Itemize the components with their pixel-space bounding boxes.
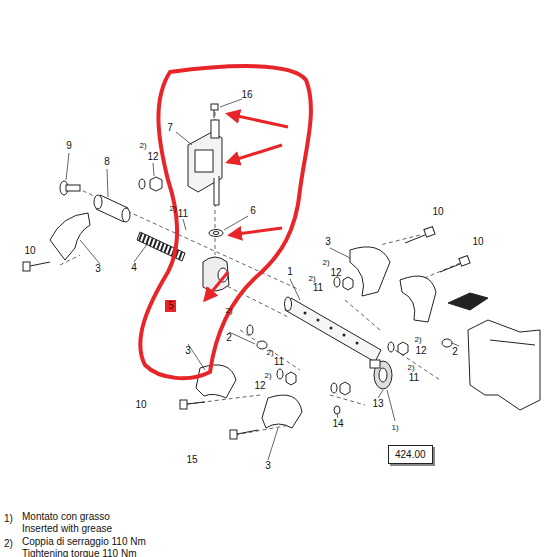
callout-number: 12: [330, 268, 341, 278]
callout-number: 3: [95, 264, 101, 274]
callout-number: 4: [131, 263, 137, 273]
callout-number: 6: [250, 206, 256, 216]
callout-number: 10: [432, 207, 443, 217]
callout-number: 2): [322, 259, 329, 267]
callout-number: 11: [178, 209, 188, 219]
callout-number: 11: [409, 373, 419, 383]
callout-number: 2): [266, 349, 273, 357]
footnote-text: Montato con grasso: [22, 512, 110, 522]
callout-number: 10: [135, 400, 146, 410]
callout-number: 1: [287, 267, 293, 277]
footnote-text: 2): [4, 539, 13, 549]
callout-number: 7: [167, 123, 173, 133]
callout-number: 12: [415, 346, 426, 356]
footnote-text: Coppia di serraggio 110 Nm: [22, 537, 146, 547]
footnote-text: Inserted with grease: [22, 524, 112, 534]
callout-number: 2: [226, 333, 232, 343]
callout-number: 3: [185, 346, 191, 356]
callout-number: 2): [308, 275, 315, 283]
callout-number: 3: [265, 461, 271, 471]
callout-number: 1): [391, 424, 398, 432]
callout-number: 11: [274, 357, 284, 367]
callout-number: 2): [225, 307, 232, 315]
callout-number: 10: [472, 237, 483, 247]
callout-number: 14: [332, 419, 343, 429]
callout-number: 12: [254, 381, 265, 391]
page-ref: 424.00: [395, 449, 426, 460]
callout-number: 2): [264, 372, 271, 380]
callout-number: 2): [139, 142, 146, 150]
footnote-text: Tightening torque 110 Nm: [22, 549, 137, 557]
callout-number: 2: [452, 347, 458, 357]
callout-number: 3: [325, 237, 331, 247]
callout-number: 13: [372, 399, 383, 409]
callout-number: 8: [104, 157, 110, 167]
callout-number: 16: [241, 90, 252, 100]
callout-number: 2): [169, 205, 176, 213]
callout-number: 11: [313, 283, 323, 293]
callout-number: 2): [414, 336, 421, 344]
callout-number: 10: [24, 246, 35, 256]
callout-number: 15: [186, 455, 197, 465]
footnote-text: 1): [4, 514, 13, 524]
callout-number: 12: [147, 152, 158, 162]
callout-number: 9: [66, 141, 72, 151]
callout-number: 2): [407, 364, 414, 372]
callout-number: 5: [168, 301, 174, 311]
page-ref-box: 424.00: [388, 445, 433, 464]
